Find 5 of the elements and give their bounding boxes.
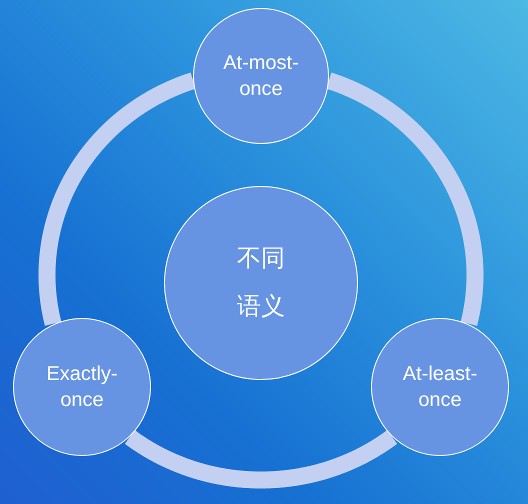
node-label: At-least-once: [402, 362, 478, 413]
node-label: At-most-once: [222, 51, 300, 102]
node-label: Exactly-once: [45, 362, 119, 413]
ring-arc: [122, 429, 400, 488]
node-label: 不同语义: [236, 244, 286, 322]
